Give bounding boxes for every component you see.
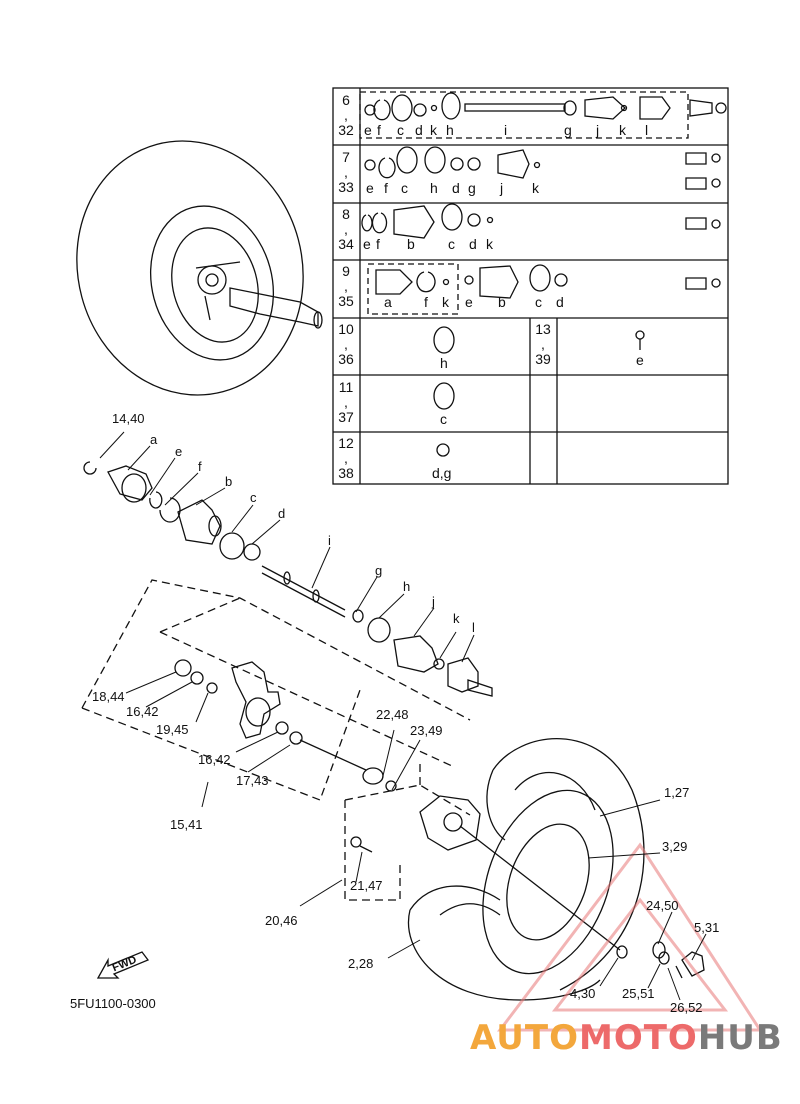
leader-lines	[99, 431, 707, 1001]
callout-label: i	[328, 533, 331, 548]
part-letter: k	[430, 122, 437, 138]
part-letter: h	[440, 355, 448, 371]
callout-label: f	[198, 459, 202, 474]
part-letter: f	[384, 180, 388, 196]
part-letter: g	[468, 180, 476, 196]
part-letter: g	[564, 122, 572, 138]
callout-label: 25,51	[622, 986, 655, 1001]
callout-label: 4,30	[570, 986, 596, 1001]
part-letter: f	[424, 294, 428, 310]
callout-label: d	[278, 506, 286, 521]
watermark-logo: AUTOMOTOHUB	[470, 1018, 783, 1058]
callout-label: 16,42	[198, 752, 231, 767]
callout-label: j	[432, 594, 435, 609]
part-letter: c	[448, 236, 455, 252]
part-letter: f	[376, 236, 380, 252]
row-number: 10,36	[338, 321, 354, 367]
row-number: 7,33	[338, 149, 354, 195]
part-letter: c	[397, 122, 404, 138]
part-letter: a	[384, 294, 392, 310]
part-letter: d	[556, 294, 564, 310]
callout-label: a	[150, 432, 158, 447]
callout-label: l	[472, 620, 475, 635]
row9-parts	[375, 264, 721, 299]
clamp-parts	[433, 326, 645, 457]
part-letter: c	[440, 411, 447, 427]
row-number: 6,32	[338, 92, 354, 138]
part-letter: e	[364, 122, 372, 138]
callout-label: k	[453, 611, 460, 626]
callout-label: 1,27	[664, 785, 690, 800]
callout-label: 26,52	[670, 1000, 703, 1015]
part-letter: d,g	[432, 465, 452, 481]
row-number: 12,38	[338, 435, 354, 481]
part-letter: d	[452, 180, 460, 196]
row6-parts	[364, 92, 727, 122]
callout-label: 15,41	[170, 817, 203, 832]
callout-label: 20,46	[265, 913, 298, 928]
part-letter: e	[465, 294, 473, 310]
row-number: 13,39	[535, 321, 551, 367]
knuckle-group	[81, 579, 471, 901]
parts-set-table	[332, 87, 729, 485]
part-letter: i	[504, 122, 508, 138]
callout-label: 19,45	[156, 722, 189, 737]
callout-label: g	[375, 563, 383, 578]
drive-shaft-explode	[83, 461, 493, 697]
row7-parts	[364, 146, 721, 190]
lower-wheel-illustration	[407, 738, 705, 1001]
part-letter: d	[469, 236, 477, 252]
fwd-arrow	[96, 951, 150, 979]
row-number: 11,37	[338, 379, 354, 425]
callout-label: 23,49	[410, 723, 443, 738]
row8-parts	[361, 203, 721, 239]
row-number: 9,35	[338, 263, 354, 309]
part-letter: e	[636, 352, 644, 368]
part-letter: l	[645, 122, 649, 138]
part-letter: k	[532, 180, 539, 196]
callout-label: 21,47	[350, 878, 383, 893]
watermark-triangle	[496, 842, 763, 1032]
part-letter: k	[619, 122, 626, 138]
callout-label: 18,44	[92, 689, 125, 704]
part-letter: e	[363, 236, 371, 252]
part-letter: b	[407, 236, 415, 252]
callout-label: 16,42	[126, 704, 159, 719]
callout-label: 5,31	[694, 920, 720, 935]
part-letter: h	[446, 122, 454, 138]
part-letter: k	[442, 294, 449, 310]
callout-label: h	[403, 579, 411, 594]
part-letter: f	[377, 122, 381, 138]
part-letter: h	[430, 180, 438, 196]
part-letter: c	[535, 294, 542, 310]
callout-label: c	[250, 490, 257, 505]
row-number: 8,34	[338, 206, 354, 252]
callout-label: 22,48	[376, 707, 409, 722]
diagram-code: 5FU1100-0300	[70, 996, 156, 1011]
part-letter: c	[401, 180, 408, 196]
part-letter: k	[486, 236, 493, 252]
part-letter: d	[415, 122, 423, 138]
callout-label: 14,40	[112, 411, 145, 426]
callout-label: 17,43	[236, 773, 269, 788]
callout-label: e	[175, 444, 183, 459]
part-letter: b	[498, 294, 506, 310]
callout-label: 24,50	[646, 898, 679, 913]
part-letter: j	[500, 180, 504, 196]
callout-label: 2,28	[348, 956, 374, 971]
part-letter: e	[366, 180, 374, 196]
upper-wheel-illustration	[76, 140, 323, 396]
callout-label: b	[225, 474, 233, 489]
part-letter: j	[596, 122, 600, 138]
callout-label: 3,29	[662, 839, 688, 854]
